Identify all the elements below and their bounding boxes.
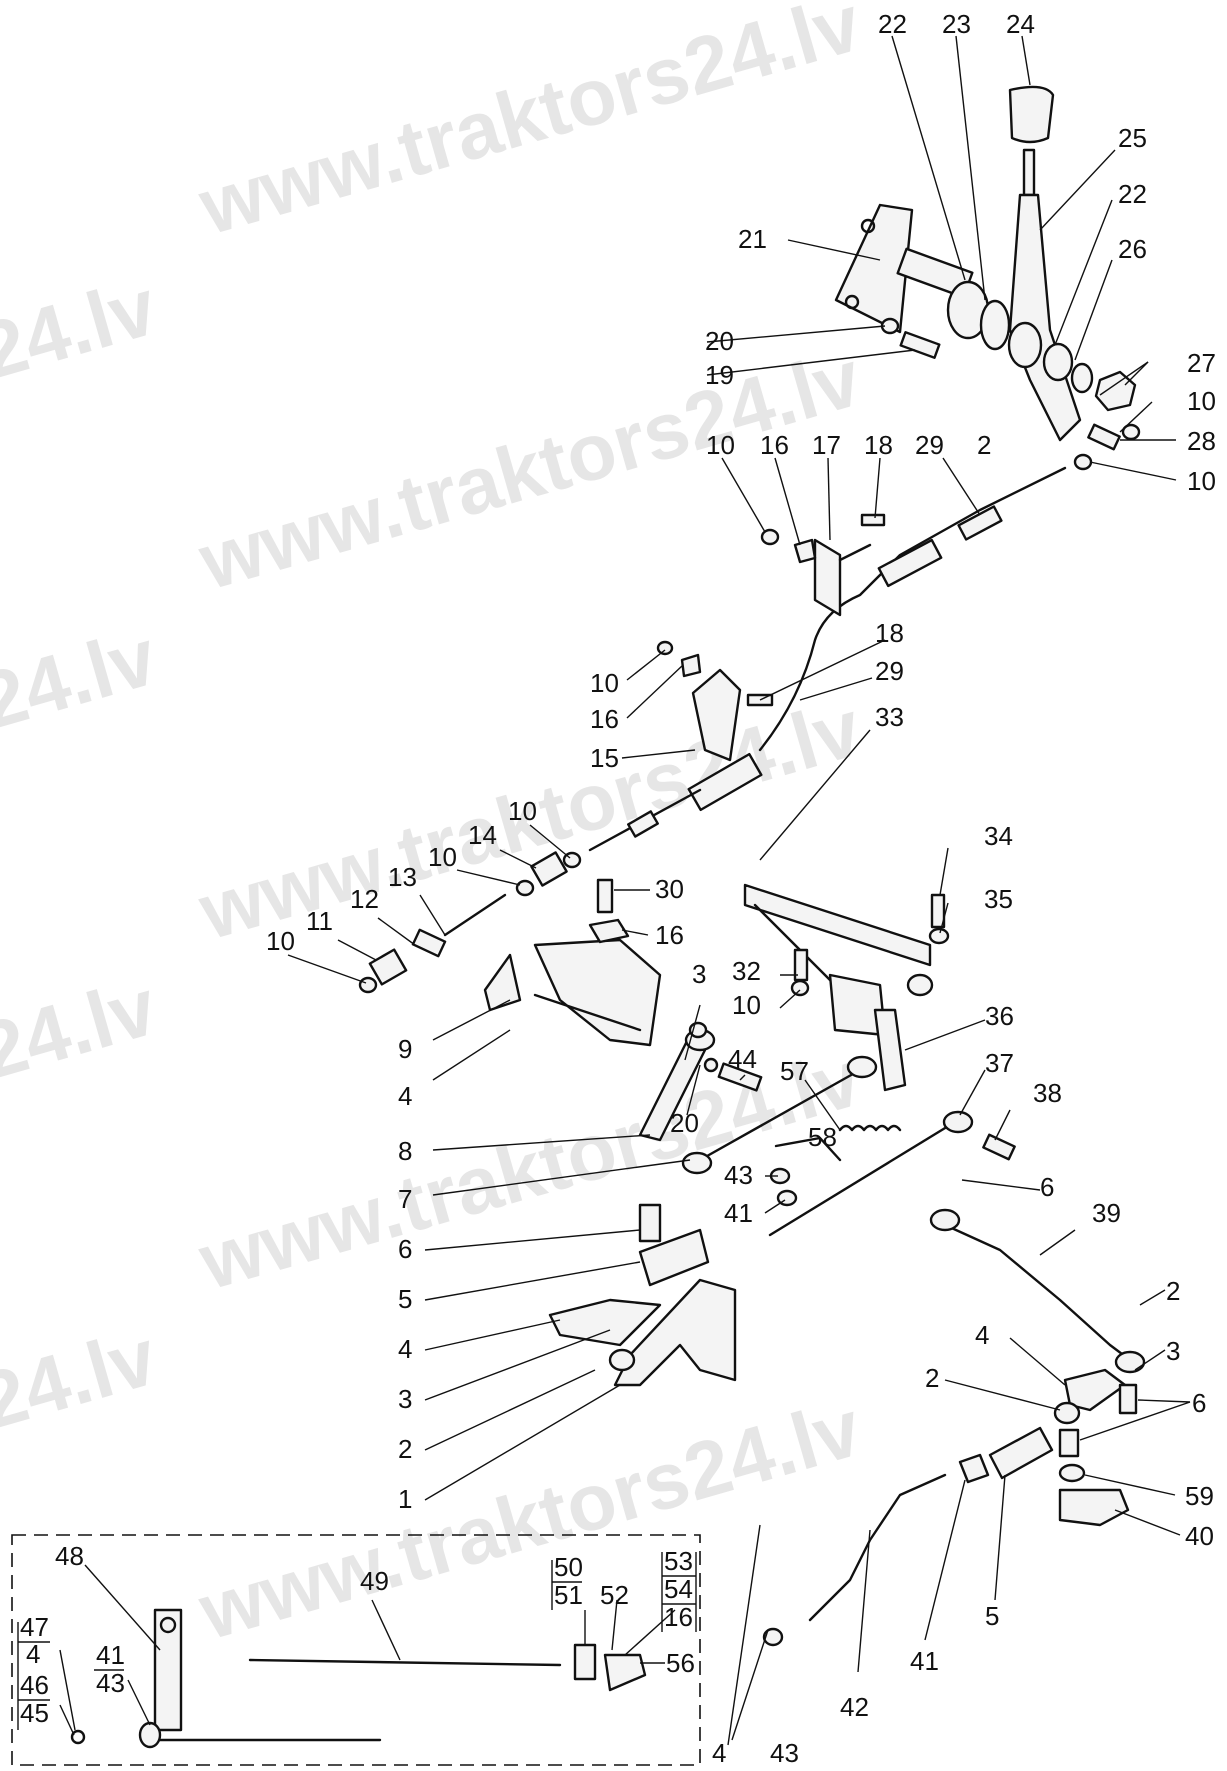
- callout-label: 16: [655, 920, 684, 950]
- callout-label: 7: [398, 1184, 412, 1214]
- callout-label: 10: [590, 668, 619, 698]
- callout-label: 4: [712, 1738, 726, 1766]
- callout-label: 50: [554, 1552, 583, 1582]
- callout-label: 43: [96, 1668, 125, 1698]
- callout-label: 43: [770, 1738, 799, 1766]
- callout-label: 15: [590, 743, 619, 773]
- watermark: www.traktors24.lv: [189, 1383, 870, 1657]
- callout-label: 6: [1192, 1388, 1206, 1418]
- callout-label: 4: [398, 1081, 412, 1111]
- callout-label: 3: [1166, 1336, 1180, 1366]
- callout-label: 18: [875, 618, 904, 648]
- callout-label: 24: [1006, 9, 1035, 39]
- callout-label: 45: [20, 1698, 49, 1728]
- callout-label: 42: [840, 1692, 869, 1722]
- callout-label: 2: [1166, 1276, 1180, 1306]
- callout-label: 46: [20, 1670, 49, 1700]
- callout-label: 58: [808, 1122, 837, 1152]
- callout-label: 8: [398, 1136, 412, 1166]
- callout-label: 23: [942, 9, 971, 39]
- callout-label: 11: [306, 906, 333, 936]
- callout-label: 33: [875, 702, 904, 732]
- callout-label: 10: [706, 430, 735, 460]
- callout-label: 10: [508, 796, 537, 826]
- watermark: www.traktors24.lv: [189, 0, 870, 252]
- callout-label: 59: [1185, 1481, 1214, 1511]
- callout-label: 18: [864, 430, 893, 460]
- callout-label: 39: [1092, 1198, 1121, 1228]
- callout-label: 49: [360, 1566, 389, 1596]
- callout-label: 32: [732, 956, 761, 986]
- callout-label: 21: [738, 224, 767, 254]
- callout-label: 5: [398, 1284, 412, 1314]
- watermark: www.traktors24.lv: [189, 1033, 870, 1307]
- callout-labels: 22 23 24 25 22 26 27 10 28 10 21 20 19 1…: [17, 9, 1216, 1768]
- callout-label: 51: [554, 1580, 583, 1610]
- callout-label: 20: [705, 326, 734, 356]
- callout-label: 34: [984, 821, 1013, 851]
- callout-label: 17: [812, 430, 841, 460]
- callout-label: 19: [705, 360, 734, 390]
- callout-label: 41: [96, 1640, 125, 1670]
- callout-label: 44: [728, 1044, 757, 1074]
- callout-label: 4: [975, 1320, 989, 1350]
- callout-label: 10: [266, 926, 295, 956]
- callout-label: 29: [875, 656, 904, 686]
- callout-label: 4: [26, 1639, 40, 1669]
- callout-label: 41: [724, 1198, 753, 1228]
- callout-label: 9: [398, 1034, 412, 1064]
- parts-artwork: [11, 85, 1146, 1766]
- callout-label: 38: [1033, 1078, 1062, 1108]
- callout-label: 57: [780, 1056, 809, 1086]
- callout-label: 16: [664, 1602, 693, 1632]
- callout-label: 53: [664, 1546, 693, 1576]
- callout-label: 10: [732, 990, 761, 1020]
- callout-label: 13: [388, 862, 417, 892]
- callout-label: 48: [55, 1541, 84, 1571]
- callout-label: 10: [1187, 386, 1216, 416]
- callout-label: 35: [984, 884, 1013, 914]
- callout-label: 22: [1118, 179, 1147, 209]
- callout-label: 4: [398, 1334, 412, 1364]
- callout-label: 27: [1187, 348, 1216, 378]
- callout-label: 2: [398, 1434, 412, 1464]
- callout-label: 43: [724, 1160, 753, 1190]
- callout-label: 37: [985, 1048, 1014, 1078]
- callout-label: 47: [20, 1612, 49, 1642]
- callout-label: 20: [670, 1108, 699, 1138]
- watermark: 24.lv: [0, 962, 166, 1097]
- callout-label: 52: [600, 1580, 629, 1610]
- callout-label: 41: [910, 1646, 939, 1676]
- callout-label: 28: [1187, 426, 1216, 456]
- callout-label: 25: [1118, 123, 1147, 153]
- callout-label: 26: [1118, 234, 1147, 264]
- callout-label: 6: [398, 1234, 412, 1264]
- callout-label: 16: [590, 704, 619, 734]
- callout-label: 10: [428, 842, 457, 872]
- callout-label: 12: [350, 884, 379, 914]
- watermark: 24.lv: [0, 612, 166, 747]
- callout-label: 2: [977, 430, 991, 460]
- callout-label: 36: [985, 1001, 1014, 1031]
- watermark: 24.lv: [0, 262, 166, 397]
- callout-label: 3: [692, 959, 706, 989]
- callout-label: 10: [1187, 466, 1216, 496]
- callout-label: 22: [878, 9, 907, 39]
- callout-label: 1: [398, 1484, 412, 1514]
- callout-label: 40: [1185, 1521, 1214, 1551]
- callout-label: 29: [915, 430, 944, 460]
- callout-label: 16: [760, 430, 789, 460]
- callout-label: 6: [1040, 1172, 1054, 1202]
- callout-label: 5: [985, 1601, 999, 1631]
- leader-lines: [59, 35, 1191, 1746]
- watermark: 24.lv: [0, 1312, 166, 1447]
- callout-label: 2: [925, 1363, 939, 1393]
- callout-label: 56: [666, 1648, 695, 1678]
- callout-label: 30: [655, 874, 684, 904]
- callout-label: 14: [468, 820, 497, 850]
- watermark: www.traktors24.lv: [189, 333, 870, 607]
- callout-label: 3: [398, 1384, 412, 1414]
- callout-label: 54: [664, 1574, 693, 1604]
